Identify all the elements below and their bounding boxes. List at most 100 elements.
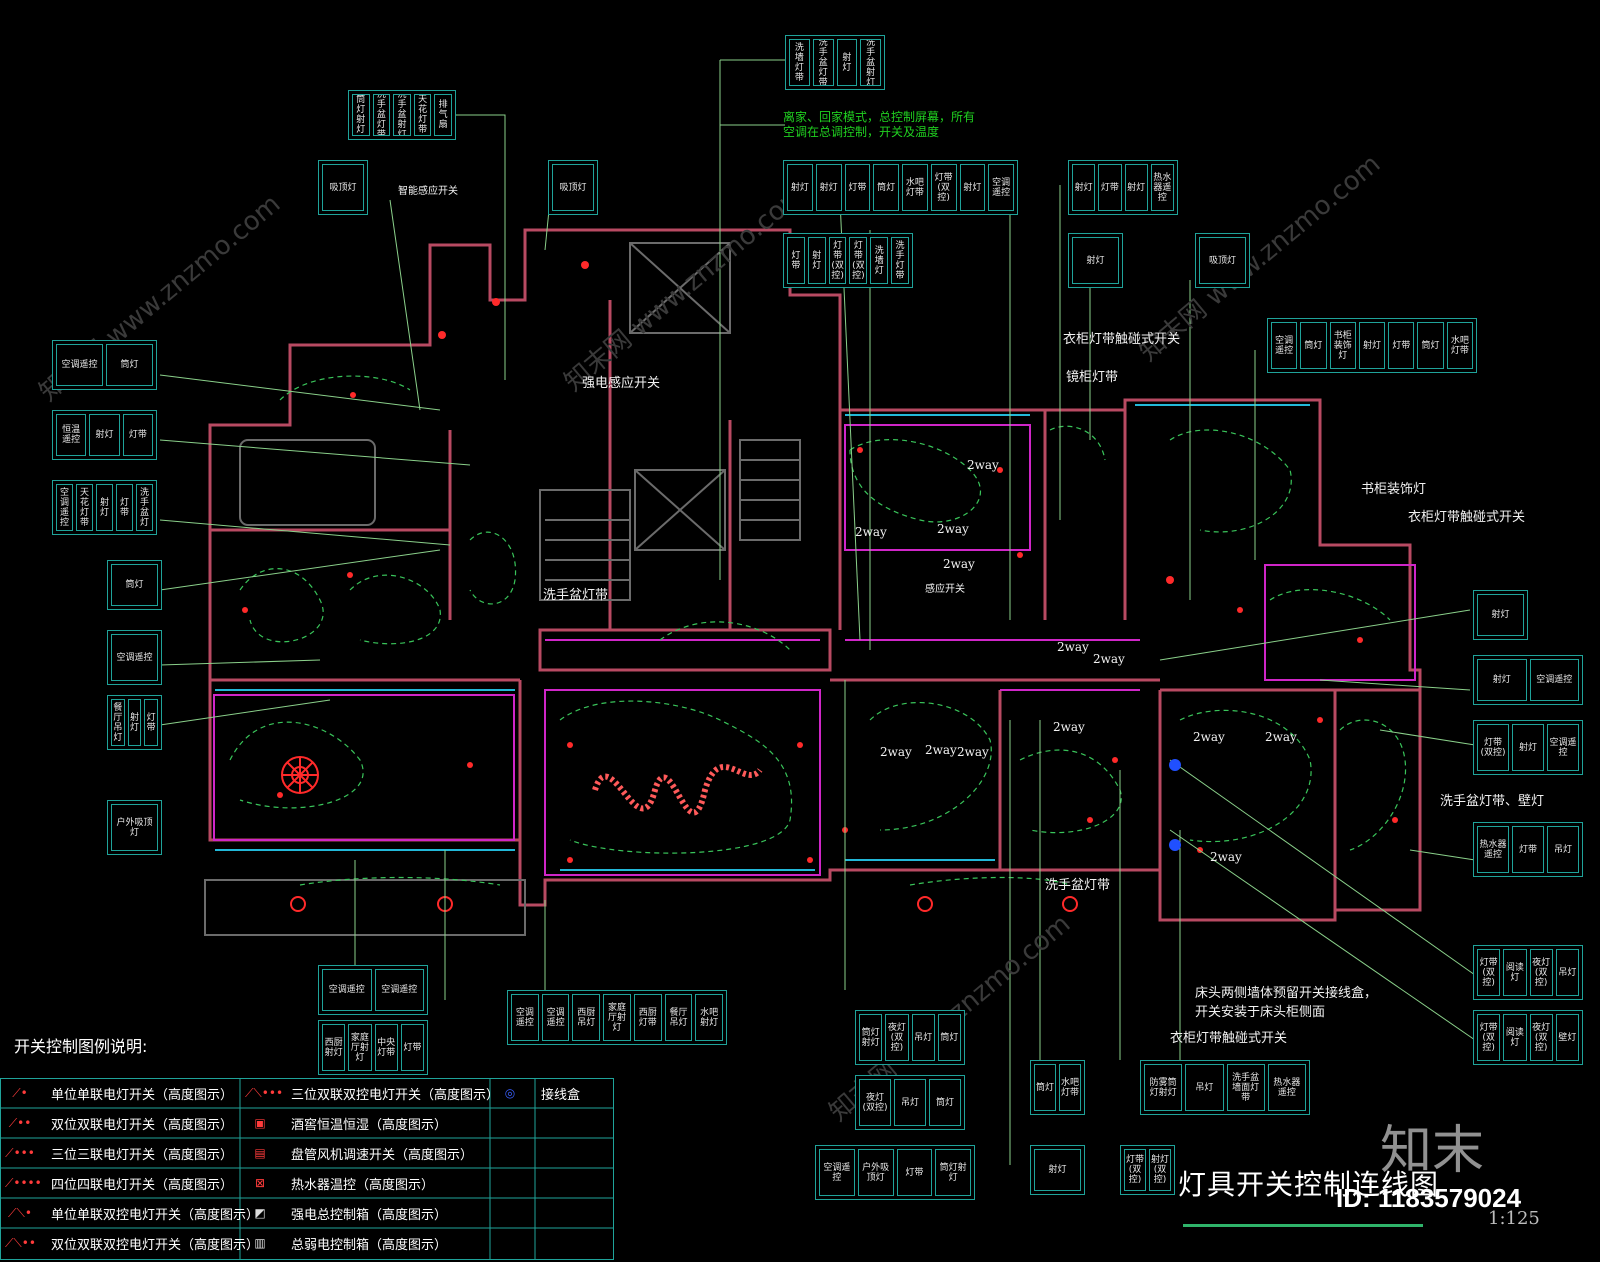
switch-box-cell: 吊灯 bbox=[894, 1079, 926, 1126]
switch-box-cell: 筒灯射灯 bbox=[935, 1149, 971, 1196]
legend-item: ◩强电总控制箱（高度图示） bbox=[245, 1198, 447, 1228]
legend-label: 三位双联双控电灯开关（高度图示） bbox=[291, 1087, 500, 1103]
switch-box-cell: 家庭厅射灯 bbox=[348, 1024, 372, 1071]
switch-box-cell: 筒灯 bbox=[1417, 322, 1444, 369]
switch-box-cell: 户外吸顶灯 bbox=[111, 804, 158, 851]
note-basin-strip: 洗手盆灯带 bbox=[1045, 878, 1111, 893]
switch-box-cell: 吸顶灯 bbox=[1199, 237, 1246, 284]
switch-box-cell: 家庭厅射灯 bbox=[603, 994, 631, 1041]
switch-box: 射灯射灯灯带筒灯水吧灯带灯带(双控)射灯空调遥控 bbox=[783, 160, 1018, 215]
legend-label: 总弱电控制箱（高度图示） bbox=[291, 1237, 448, 1253]
legend-grid bbox=[0, 1078, 614, 1260]
switch-box-cell: 灯带 bbox=[400, 1024, 424, 1071]
switch-box-cell: 射灯 bbox=[96, 484, 113, 531]
switch-box-cell: 射灯(双控) bbox=[1149, 1149, 1171, 1191]
switch-box-cell: 灯带(双控) bbox=[1477, 1014, 1501, 1061]
switch-box-cell: 筒灯 bbox=[106, 344, 153, 386]
two-way-label: 2way bbox=[967, 458, 999, 472]
switch-box-cell: 水吧射灯 bbox=[695, 994, 724, 1041]
legend-item: ⟋••••四位四联电灯开关（高度图示） bbox=[5, 1168, 233, 1198]
switch-box-cell: 空调遥控 bbox=[374, 969, 424, 1011]
switch-box-cell: 射灯 bbox=[959, 164, 986, 211]
two-way-label: 2way bbox=[957, 745, 989, 759]
legend-item: ⊠热水器温控（高度图示） bbox=[245, 1168, 434, 1198]
legend-item: ⟋⟍••• 三位双联双控电灯开关（高度图示） bbox=[245, 1078, 499, 1108]
switch-box-cell: 灯带 bbox=[122, 414, 153, 456]
image-id: ID: 1183579024 bbox=[1336, 1183, 1522, 1213]
switch-box: 灯带射灯灯带(双控)灯带(双控)洗墙灯洗手灯带 bbox=[783, 233, 913, 288]
legend-label: 酒窖恒温恒湿（高度图示） bbox=[291, 1117, 448, 1133]
title-underline bbox=[1183, 1224, 1423, 1227]
note-sensor-switch: 感应开关 bbox=[925, 584, 965, 595]
switch-box-cell: 空调遥控 bbox=[56, 344, 103, 386]
switch-box-cell: 筒灯 bbox=[111, 564, 158, 606]
weak-box-icon: ▥ bbox=[254, 1236, 266, 1250]
switch-box: 筒灯射灯夜灯(双控)吊灯筒灯 bbox=[855, 1010, 965, 1065]
fan-icon: ▤ bbox=[254, 1146, 266, 1160]
switch-box: 户外吸顶灯 bbox=[107, 800, 162, 855]
switch-box-cell: 阅读灯 bbox=[1503, 1014, 1527, 1061]
switch-box: 筒灯水吧灯带 bbox=[1030, 1060, 1085, 1115]
switch-box-cell: 筒灯 bbox=[1034, 1064, 1056, 1111]
drawing-scale: 1:125 bbox=[1488, 1208, 1540, 1229]
switch-box-cell: 恒温遥控 bbox=[56, 414, 87, 456]
switch-box: 灯带(双控)阅读灯夜灯(双控)壁灯 bbox=[1473, 1010, 1583, 1065]
switch-box: 吸顶灯 bbox=[1195, 233, 1250, 288]
switch-box-cell: 吊灯 bbox=[1547, 826, 1579, 873]
note-strong-sensor: 强电感应开关 bbox=[582, 376, 661, 391]
switch-box-cell: 热水器遥控 bbox=[1150, 164, 1174, 211]
switch-box: 空调遥控户外吸顶灯灯带筒灯射灯 bbox=[815, 1145, 975, 1200]
legend-label: 四位四联电灯开关（高度图示） bbox=[51, 1177, 234, 1193]
legend-title: 开关控制图例说明: bbox=[14, 1037, 148, 1056]
switch-box: 灯带(双控)阅读灯夜灯(双控)吊灯 bbox=[1473, 945, 1583, 1000]
triple-2way-icon: ⟋⟍••• bbox=[245, 1085, 284, 1100]
note-line: 床头两侧墙体预留开关接线盒， bbox=[1195, 986, 1378, 1001]
switch-box: 射灯灯带射灯热水器遥控 bbox=[1068, 160, 1178, 215]
note-bedside: 床头两侧墙体预留开关接线盒， 开关安装于床头柜侧面 bbox=[1195, 982, 1377, 1020]
switch-box-cell: 防雾筒灯射灯 bbox=[1144, 1064, 1183, 1111]
switch-box-cell: 射灯 bbox=[1072, 164, 1096, 211]
note-line: 开关安装于床头柜侧面 bbox=[1195, 1005, 1326, 1020]
double-icon: ⟋•• bbox=[8, 1115, 32, 1130]
switch-box-cell: 夜灯(双控) bbox=[885, 1014, 909, 1061]
switch-box: 射灯空调遥控 bbox=[1473, 655, 1583, 705]
switch-box-cell: 射灯 bbox=[836, 39, 858, 86]
junction-icon: ◎ bbox=[504, 1086, 516, 1100]
legend-item: ⟋•单位单联电灯开关（高度图示） bbox=[5, 1078, 233, 1108]
switch-box-cell: 吸顶灯 bbox=[322, 164, 364, 211]
switch-box-cell: 吸顶灯 bbox=[552, 164, 594, 211]
switch-box-cell: 夜灯(双控) bbox=[1529, 949, 1553, 996]
strong-box-icon: ◩ bbox=[254, 1206, 266, 1220]
switch-box: 空调遥控空调遥控西厨吊灯家庭厅射灯西厨灯带餐厅吊灯水吧射灯 bbox=[507, 990, 727, 1045]
switch-box-cell: 灯带(双控) bbox=[849, 237, 868, 284]
switch-box: 空调遥控筒灯书柜装饰灯射灯灯带筒灯水吧灯带 bbox=[1267, 318, 1477, 373]
switch-box-cell: 射灯 bbox=[1358, 322, 1386, 369]
switch-box: 吸顶灯 bbox=[548, 160, 598, 215]
switch-box-cell: 中央灯带 bbox=[374, 1024, 398, 1071]
switch-box: 空调遥控筒灯 bbox=[52, 340, 157, 390]
note-wardrobe-touch: 衣柜灯带触碰式开关 bbox=[1063, 332, 1181, 347]
switch-box: 西厨射灯家庭厅射灯中央灯带灯带 bbox=[318, 1020, 428, 1075]
note-smart-sensor: 智能感应开关 bbox=[398, 186, 458, 197]
note-line: 空调在总调控制，开关及温度 bbox=[783, 125, 940, 139]
switch-box-cell: 空调遥控 bbox=[988, 164, 1014, 211]
legend-label: 接线盒 bbox=[541, 1087, 581, 1103]
switch-box-cell: 洗手灯带 bbox=[891, 237, 909, 284]
switch-box-cell: 洗手盆灯 bbox=[136, 484, 153, 531]
switch-box-cell: 热水器遥控 bbox=[1477, 826, 1509, 873]
legend-item: ▥ 总弱电控制箱（高度图示） bbox=[245, 1228, 447, 1258]
switch-box: 空调遥控天花灯带射灯灯带洗手盆灯 bbox=[52, 480, 157, 535]
legend-item: ▣酒窖恒温恒湿（高度图示） bbox=[245, 1108, 447, 1138]
two-way-label: 2way bbox=[1093, 652, 1125, 666]
switch-box-cell: 空调遥控 bbox=[322, 969, 372, 1011]
switch-box: 热水器遥控灯带吊灯 bbox=[1473, 822, 1583, 877]
switch-box: 筒灯射灯洗手盆灯带洗手盆射灯天花灯带排气扇 bbox=[348, 90, 456, 140]
switch-box-cell: 西厨吊灯 bbox=[572, 994, 601, 1041]
switch-box-cell: 灯带(双控) bbox=[1477, 724, 1509, 771]
switch-box-cell: 灯带 bbox=[1388, 322, 1415, 369]
switch-box-cell: 洗手盆射灯 bbox=[860, 39, 881, 86]
legend-item: ▤盘管风机调速开关（高度图示） bbox=[245, 1138, 473, 1168]
switch-box: 恒温遥控射灯灯带 bbox=[52, 410, 157, 460]
switch-box: 餐厅吊灯射灯灯带 bbox=[107, 695, 162, 750]
note-bookcase: 书柜装饰灯 bbox=[1361, 482, 1427, 497]
